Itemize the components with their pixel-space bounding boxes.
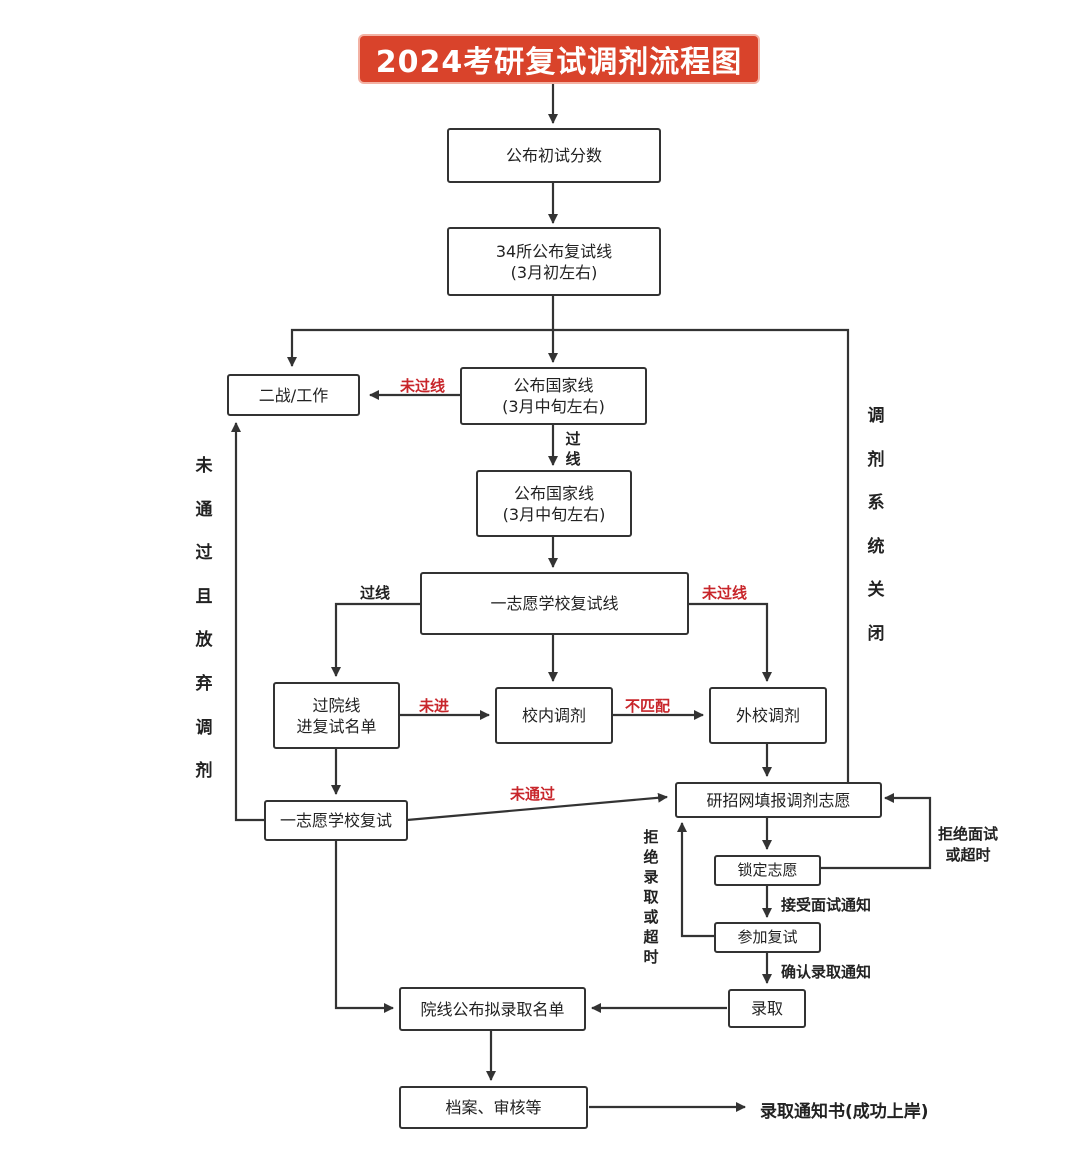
node-internal-adjust: 校内调剂 — [495, 687, 613, 744]
arrow-lock-to-fill — [820, 793, 932, 870]
page-title: 2024考研复试调剂流程图 — [360, 36, 758, 82]
node-national-line-1: 公布国家线 (3月中旬左右) — [460, 367, 647, 425]
node-publish-scores: 公布初试分数 — [447, 128, 661, 183]
arrow-attend-to-fill — [677, 822, 714, 938]
label-not-pass-national: 未过线 — [400, 377, 446, 395]
label-accept-interview: 接受面试通知 — [781, 896, 872, 914]
label-pass-first: 过线 — [360, 584, 391, 602]
node-files-review: 档案、审核等 — [399, 1086, 588, 1129]
arrow-retest-to-retry — [231, 422, 264, 822]
node-external-adjust: 外校调剂 — [709, 687, 827, 744]
node-retry-or-work: 二战/工作 — [227, 374, 360, 416]
label-final-outcome: 录取通知书(成功上岸) — [760, 1102, 929, 1122]
node-attend-retest: 参加复试 — [714, 922, 821, 953]
label-failed-gave-up: 未通过且放弃调剂 — [195, 456, 213, 782]
line-top-loop — [287, 328, 850, 782]
label-not-matched: 不匹配 — [625, 697, 671, 715]
node-publish-admit-list: 院线公布拟录取名单 — [399, 987, 586, 1031]
node-lock-volunteer: 锁定志愿 — [714, 855, 821, 886]
node-national-line-2: 公布国家线 (3月中旬左右) — [476, 470, 632, 537]
label-not-passed: 未通过 — [510, 785, 556, 803]
arrow-retest-to-fill — [406, 792, 668, 822]
label-reject-admission: 拒绝录取或超时 — [643, 828, 659, 966]
label-not-entered: 未进 — [419, 697, 450, 715]
arrow-retest-to-admitlist — [334, 840, 394, 1013]
arrow-first-not-pass — [688, 602, 772, 682]
label-pass-national: 过线 — [565, 430, 581, 468]
node-first-choice-line: 一志愿学校复试线 — [420, 572, 689, 635]
node-fill-volunteer: 研招网填报调剂志愿 — [675, 782, 882, 818]
node-pass-dept-line: 过院线 进复试名单 — [273, 682, 400, 749]
node-34-school-line: 34所公布复试线 (3月初左右) — [447, 227, 661, 296]
node-admitted: 录取 — [728, 989, 806, 1028]
label-system-closed: 调剂系统关闭 — [867, 406, 885, 644]
arrow-first-pass — [331, 602, 420, 677]
node-first-choice-retest: 一志愿学校复试 — [264, 800, 408, 841]
label-reject-interview: 拒绝面试 或超时 — [938, 825, 999, 864]
label-confirm-admission: 确认录取通知 — [781, 963, 872, 981]
label-not-pass-first: 未过线 — [702, 584, 748, 602]
